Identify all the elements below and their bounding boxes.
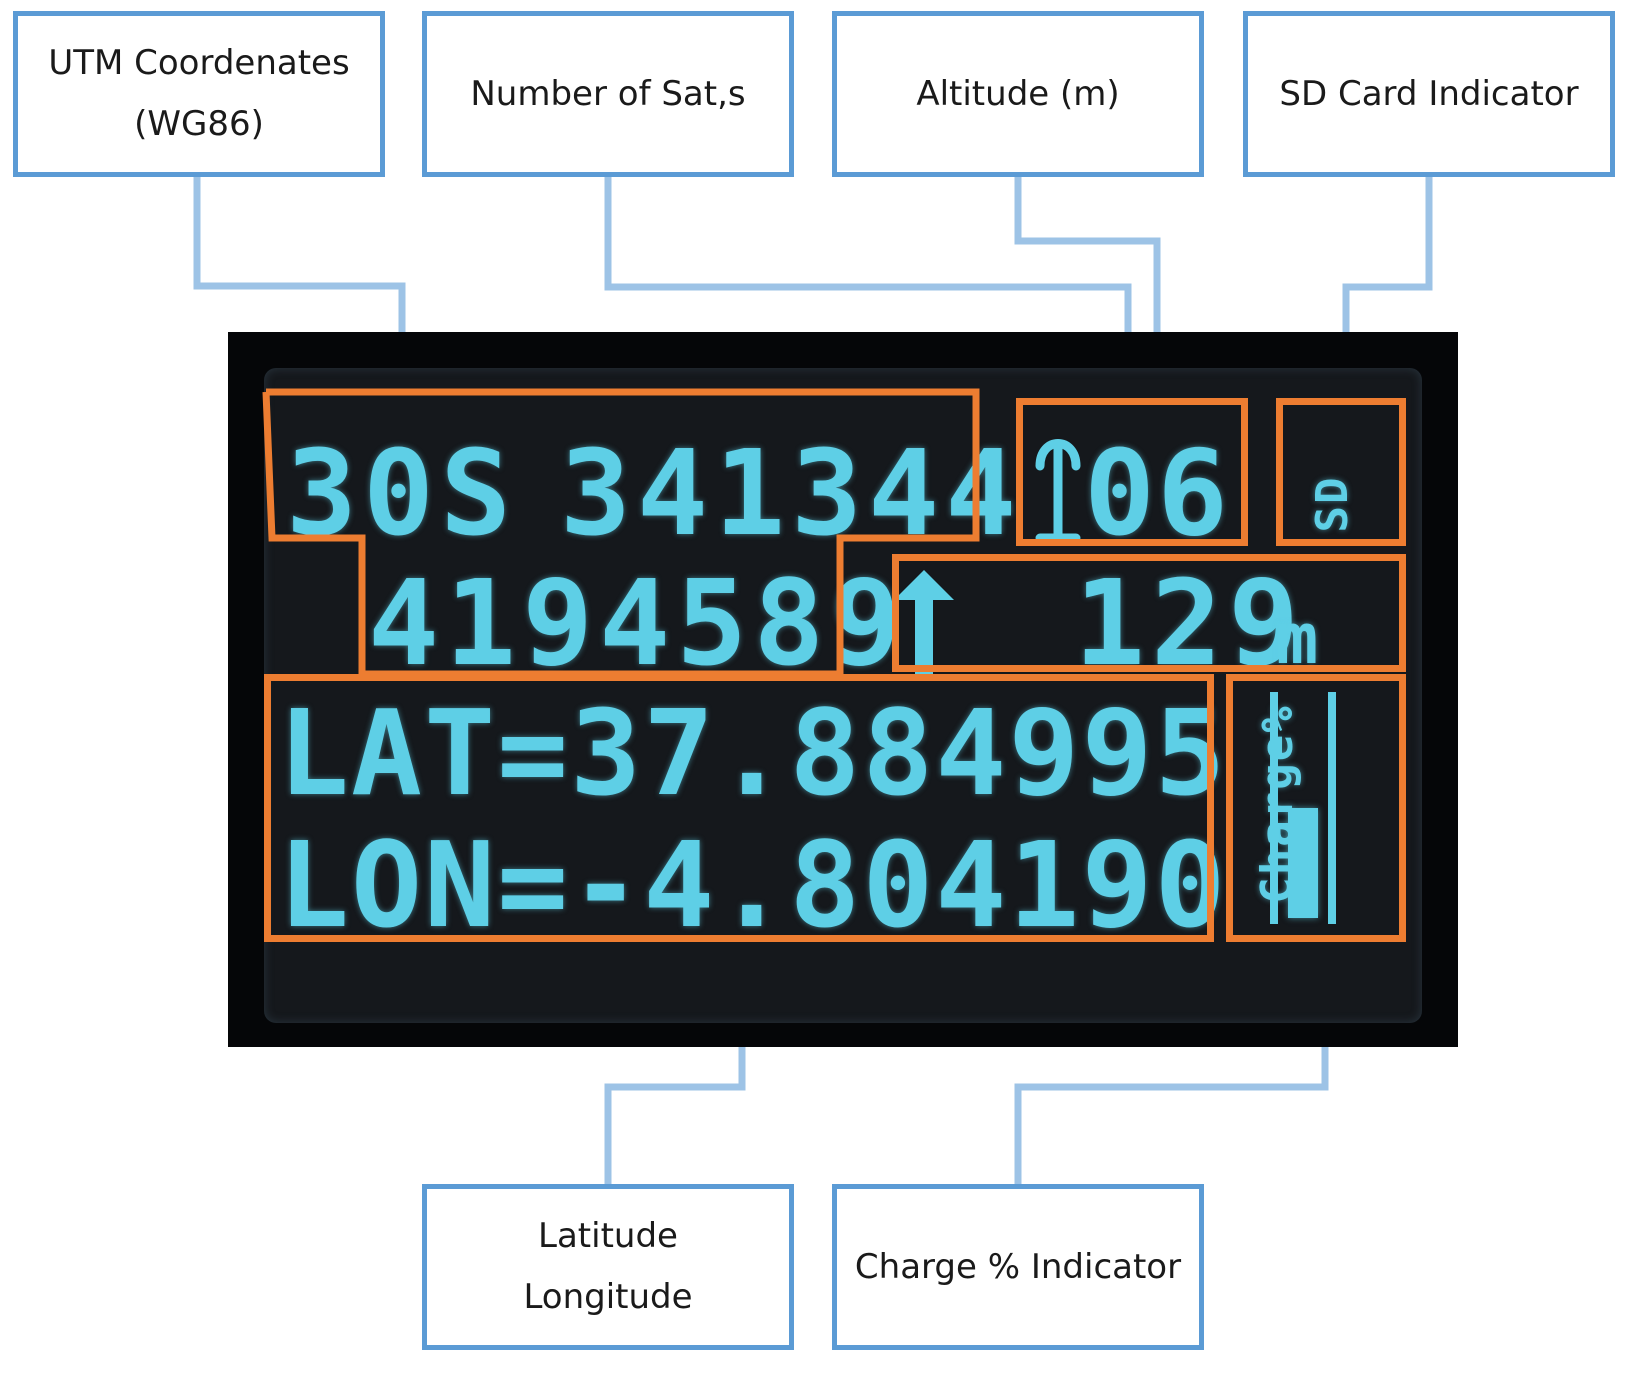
- sd-highlight-frame: [1276, 398, 1406, 546]
- altitude-value: 129: [1074, 554, 1306, 692]
- callout-sd-card-indicator: SD Card Indicator: [1243, 11, 1615, 177]
- callout-number-of-sats: Number of Sat,s: [422, 11, 794, 177]
- battery-gauge: [1270, 692, 1336, 924]
- oled-display: 30S 341344 06 SD 4194589 129 m LAT=37.88…: [228, 332, 1458, 1047]
- charge-highlight-frame: [1226, 674, 1406, 942]
- callout-altitude: Altitude (m): [832, 11, 1204, 177]
- satellite-highlight-frame: [1016, 398, 1248, 546]
- longitude-line: LON=-4.804190: [278, 816, 1228, 954]
- callout-latlon-line2: Longitude: [523, 1277, 693, 1317]
- utm-zone: 30S: [286, 424, 518, 562]
- altitude-up-arrow-icon: [894, 570, 954, 674]
- callout-charge-indicator: Charge % Indicator: [832, 1184, 1204, 1350]
- callout-latlon-line1: Latitude: [538, 1216, 678, 1256]
- callout-charge-line1: Charge % Indicator: [854, 1246, 1182, 1287]
- callout-sd-line1: SD Card Indicator: [1279, 73, 1579, 114]
- callout-utm-line2: (WG86): [134, 104, 264, 144]
- callout-latitude-longitude: Latitude Longitude: [422, 1184, 794, 1350]
- utm-easting: 341344: [560, 424, 1023, 562]
- satellite-antenna-icon: [1035, 439, 1081, 543]
- callout-utm-line1: UTM Coordenates: [48, 43, 350, 83]
- latlon-highlight-frame: [264, 674, 1214, 942]
- callout-altitude-line1: Altitude (m): [916, 73, 1120, 114]
- latitude-line: LAT=37.884995: [278, 684, 1228, 822]
- callout-utm-coordinates: UTM Coordenates (WG86): [13, 11, 385, 177]
- satellite-count: 06: [1084, 424, 1231, 562]
- altitude-unit: m: [1276, 598, 1319, 680]
- altitude-highlight-frame: [892, 554, 1406, 672]
- utm-northing: 4194589: [368, 554, 908, 692]
- battery-level-fill: [1288, 808, 1318, 918]
- callout-sats-line1: Number of Sat,s: [470, 73, 746, 114]
